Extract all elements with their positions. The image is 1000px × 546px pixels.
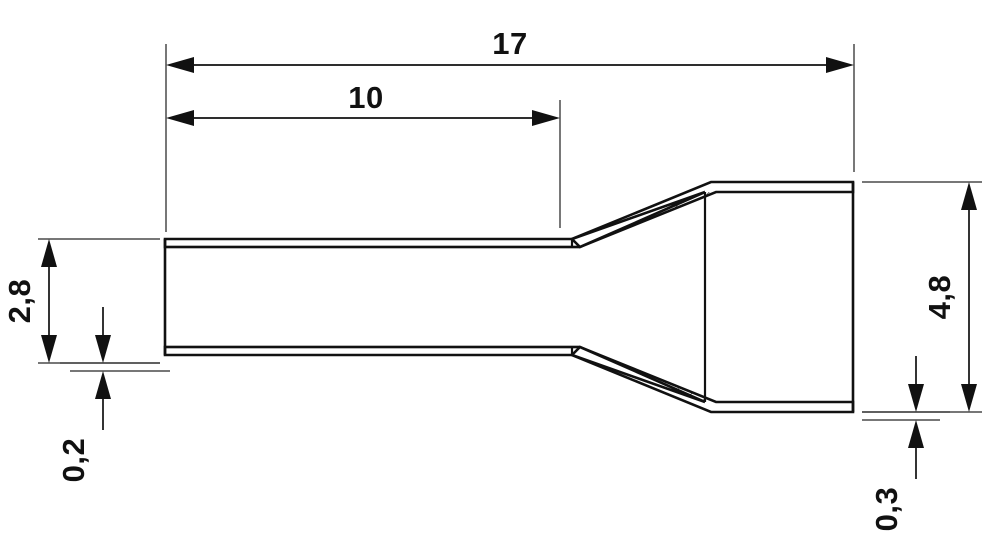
arrow-top-sleeve-height	[41, 239, 57, 267]
dim-label-collar-thickness: 0,3	[869, 487, 904, 532]
arrow-bottom-sleeve-height	[41, 335, 57, 363]
arrow-left-overall	[166, 57, 194, 73]
dimension-overall-length: 17	[165, 26, 855, 232]
ferrule-part	[163, 180, 855, 414]
dim-label-sleeve-height: 2,8	[2, 279, 37, 324]
dimension-sleeve-height: 2,8	[2, 238, 160, 364]
dimension-collar-thickness: 0,3	[862, 356, 950, 531]
dimension-sleeve-thickness: 0,2	[56, 307, 170, 482]
dim-label-collar-height: 4,8	[922, 275, 957, 320]
arrow-top-collar-height	[961, 182, 977, 210]
arrow-right-sleeve	[532, 110, 560, 126]
arrow-bottom-collar-thickness	[908, 420, 924, 448]
dim-label-sleeve-length: 10	[348, 80, 383, 115]
arrow-left-sleeve	[166, 110, 194, 126]
arrow-bottom-collar-height	[961, 384, 977, 412]
dim-label-overall-length: 17	[492, 26, 527, 61]
part-top-taper	[569, 190, 716, 249]
arrow-top-sleeve-thickness	[95, 335, 111, 363]
bottom-taper-outline	[569, 345, 706, 404]
dim-label-sleeve-thickness: 0,2	[56, 438, 91, 483]
top-taper-outline	[569, 190, 706, 249]
arrow-top-collar-thickness	[908, 384, 924, 412]
dimension-sleeve-length: 10	[166, 80, 561, 228]
arrow-bottom-sleeve-thickness	[95, 371, 111, 399]
part-bottom-taper	[569, 345, 716, 404]
arrow-right-overall	[826, 57, 854, 73]
